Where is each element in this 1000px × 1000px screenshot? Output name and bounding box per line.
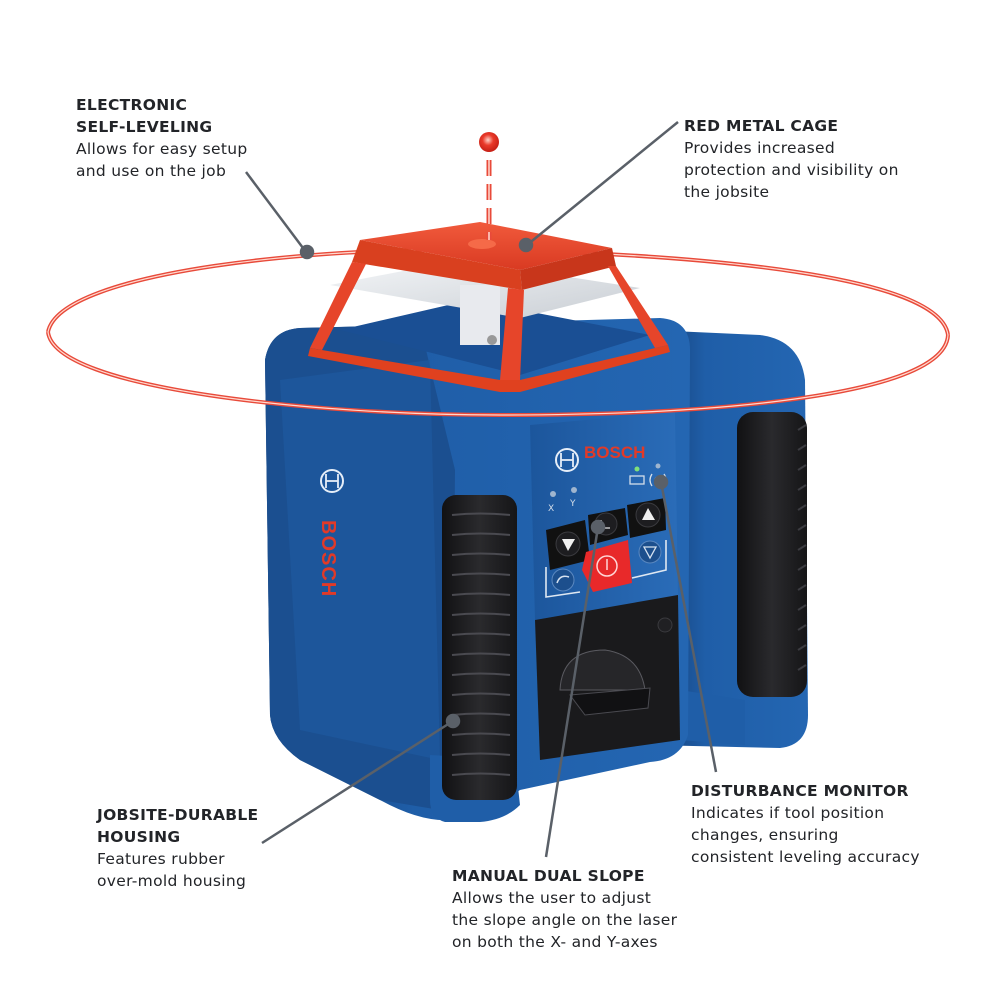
plumb-laser-beam: [479, 132, 499, 240]
y-axis-label: Y: [569, 499, 576, 509]
tilt-button[interactable]: [638, 540, 662, 564]
battery-latch-knob[interactable]: [559, 649, 646, 691]
triangle-down-icon: [562, 539, 575, 551]
y-axis-led-icon: [571, 487, 577, 493]
callout-title: RED METAL CAGE: [684, 117, 839, 135]
callout-manual-dual-slope: MANUAL DUAL SLOPE Allows the user to adj…: [452, 865, 677, 953]
leader-lines: [245, 121, 718, 858]
callout-description: Indicates if tool position changes, ensu…: [691, 804, 920, 866]
rotate-button[interactable]: [551, 568, 575, 592]
x-axis-led-icon: [550, 491, 556, 497]
battery-compartment: [535, 595, 680, 760]
power-icon: [596, 555, 618, 577]
leader-self-leveling: [245, 171, 307, 253]
leader-disturbance: [659, 481, 718, 773]
battery-icon: [629, 475, 645, 485]
callout-title: JOBSITE-DURABLE HOUSING: [97, 806, 259, 846]
callout-title: MANUAL DUAL SLOPE: [452, 867, 645, 885]
callout-description: Allows the user to adjust the slope angl…: [452, 889, 678, 951]
control-panel: [530, 412, 678, 620]
callout-description: Allows for easy setup and use on the job: [76, 140, 248, 180]
x-axis-label: X: [548, 504, 554, 514]
callout-description: Provides increased protection and visibi…: [684, 139, 899, 201]
bosch-armature-logo-icon: [555, 448, 579, 472]
callout-electronic-self-leveling: ELECTRONIC SELF-LEVELING Allows for easy…: [76, 94, 247, 182]
rotor-head: [330, 260, 650, 375]
side-armature-logo-icon: [320, 469, 344, 493]
triangle-up-icon: [642, 508, 655, 520]
left-rubber-grip: [442, 495, 517, 800]
leader-cage: [526, 121, 679, 246]
leader-housing: [261, 719, 454, 845]
callout-disturbance-monitor: DISTURBANCE MONITOR Indicates if tool po…: [691, 780, 920, 868]
laser-dot-icon: [479, 132, 499, 152]
tilt-triangle-icon: [642, 546, 658, 560]
rotate-icon: [556, 575, 570, 584]
callout-red-metal-cage: RED METAL CAGE Provides increased protec…: [684, 115, 899, 203]
svg-text:BOSCH: BOSCH: [317, 520, 339, 597]
callout-jobsite-durable-housing: JOBSITE-DURABLE HOUSING Features rubber …: [97, 804, 258, 892]
battery-led-icon: [634, 466, 640, 472]
callout-description: Features rubber over-mold housing: [97, 850, 247, 890]
leader-slope: [544, 526, 600, 858]
callout-title: ELECTRONIC SELF-LEVELING: [76, 96, 213, 136]
red-metal-cage: [308, 222, 670, 392]
callout-title: DISTURBANCE MONITOR: [691, 782, 909, 800]
panel-logo: BOSCH: [584, 443, 645, 462]
laser-plane-ring-front: [46, 331, 950, 418]
side-logo: BOSCH: [317, 469, 344, 597]
